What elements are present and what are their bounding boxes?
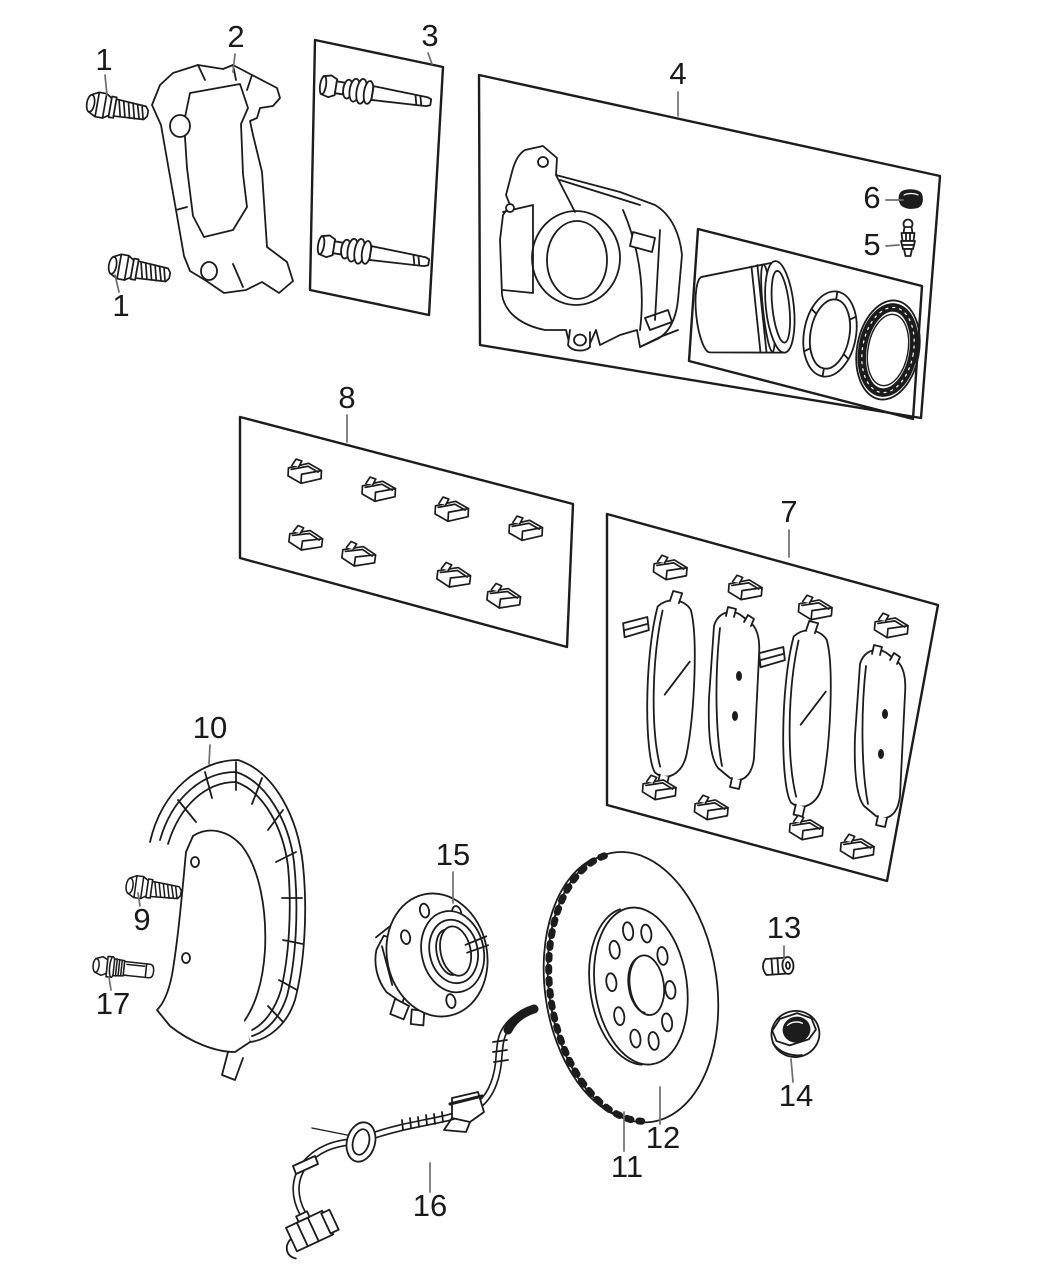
callout-10-label[interactable]: 10 [193,710,227,745]
callout-4[interactable]: 4 [669,56,687,117]
callout-17-label[interactable]: 17 [96,986,130,1021]
callout-8-label[interactable]: 8 [338,380,355,415]
callout-7-label[interactable]: 7 [780,494,797,529]
splash-shield [149,759,307,1081]
callout-1-upper-label[interactable]: 1 [95,42,112,77]
callout-16[interactable]: 16 [413,1162,447,1223]
callouts: 1 1 2 3 4 5 6 7 [95,18,904,1223]
caliper-adapter-bracket [151,64,294,294]
harness-grommet [345,1121,377,1163]
wheel-speed-sensor [285,1004,539,1260]
harness-clamp [292,1155,319,1175]
guide-pin-upper [317,71,434,116]
callout-3[interactable]: 3 [421,18,439,65]
pad-clip [433,560,475,593]
callout-12-label[interactable]: 12 [646,1120,680,1155]
pad-clip [506,514,546,545]
caliper-piston [694,260,796,354]
brake-pad-outer [853,644,907,828]
callout-14[interactable]: 14 [779,1058,813,1113]
callout-6-label[interactable]: 6 [863,180,880,215]
callout-14-label[interactable]: 14 [779,1078,813,1113]
callout-13[interactable]: 13 [767,910,801,960]
harness-bracket [443,1091,485,1133]
pad-clip [338,539,380,572]
bleeder-screw [900,218,916,257]
pad-clip [786,813,827,845]
pad-clip [285,457,325,488]
hub-bolt [91,954,156,983]
brake-pad-kit-box [605,512,940,883]
callout-11-label[interactable]: 11 [611,1149,643,1184]
callout-15-label[interactable]: 15 [436,837,470,872]
pad-clip [795,593,836,625]
hub-bearing [374,892,489,1027]
pad-clip [725,573,766,605]
callout-3-leader [427,52,433,65]
callout-1-lower-leader [114,274,120,293]
brake-pad-inner [752,618,835,819]
pad-clip [650,553,691,585]
pad-clip [691,793,732,825]
guide-pin-kit-box [308,38,445,317]
piston-seal-kit-box [687,227,924,421]
callout-9-leader [137,892,141,907]
callout-5-leader [885,244,900,247]
callout-2-leader [232,53,236,73]
callout-5[interactable]: 5 [863,227,900,262]
callout-8[interactable]: 8 [338,380,356,443]
piston-dust-boot [855,299,921,401]
callout-1-upper[interactable]: 1 [95,42,113,96]
brake-caliper [499,145,683,352]
callout-11[interactable]: 11 [611,1111,643,1184]
pad-clip [483,581,525,614]
callout-1-upper-leader [104,74,108,96]
callout-2-label[interactable]: 2 [227,19,244,54]
guide-pin-lower [315,231,432,276]
callout-15[interactable]: 15 [436,837,470,904]
adapter-bolt-upper [83,89,151,127]
brake-pad-inner [616,588,699,789]
caliper-assembly-box [477,73,942,421]
callout-2[interactable]: 2 [227,19,245,73]
brake-pad-outer [707,606,761,790]
callout-12[interactable]: 12 [646,1086,680,1155]
callout-4-label[interactable]: 4 [669,56,686,91]
callout-17[interactable]: 17 [96,976,130,1021]
sensor-connector [285,1208,340,1260]
callout-5-label[interactable]: 5 [863,227,880,262]
callout-10-leader [208,744,211,765]
callout-9-label[interactable]: 9 [133,902,150,937]
callout-1-lower-label[interactable]: 1 [112,288,129,323]
callout-14-leader [790,1058,794,1083]
callout-16-label[interactable]: 16 [413,1188,447,1223]
pad-clip [359,475,399,506]
pad-clip [837,832,878,864]
pad-hardware-kit-box [238,415,575,649]
rotor-set-screw [762,956,795,976]
callout-13-label[interactable]: 13 [767,910,801,945]
callout-7[interactable]: 7 [780,494,798,558]
bleeder-screw-cap [898,189,923,209]
callout-1-lower[interactable]: 1 [112,274,130,323]
callout-10[interactable]: 10 [193,710,227,765]
callout-3-label[interactable]: 3 [421,18,438,53]
pad-clip [285,523,327,556]
pad-clip [871,611,912,643]
hub-flange-nut [770,1010,821,1058]
callout-9[interactable]: 9 [133,892,151,937]
brake-rotor [542,851,720,1125]
callout-6[interactable]: 6 [863,180,904,215]
pad-clip [432,495,472,526]
piston-seal [802,290,858,378]
callout-17-leader [108,976,112,991]
